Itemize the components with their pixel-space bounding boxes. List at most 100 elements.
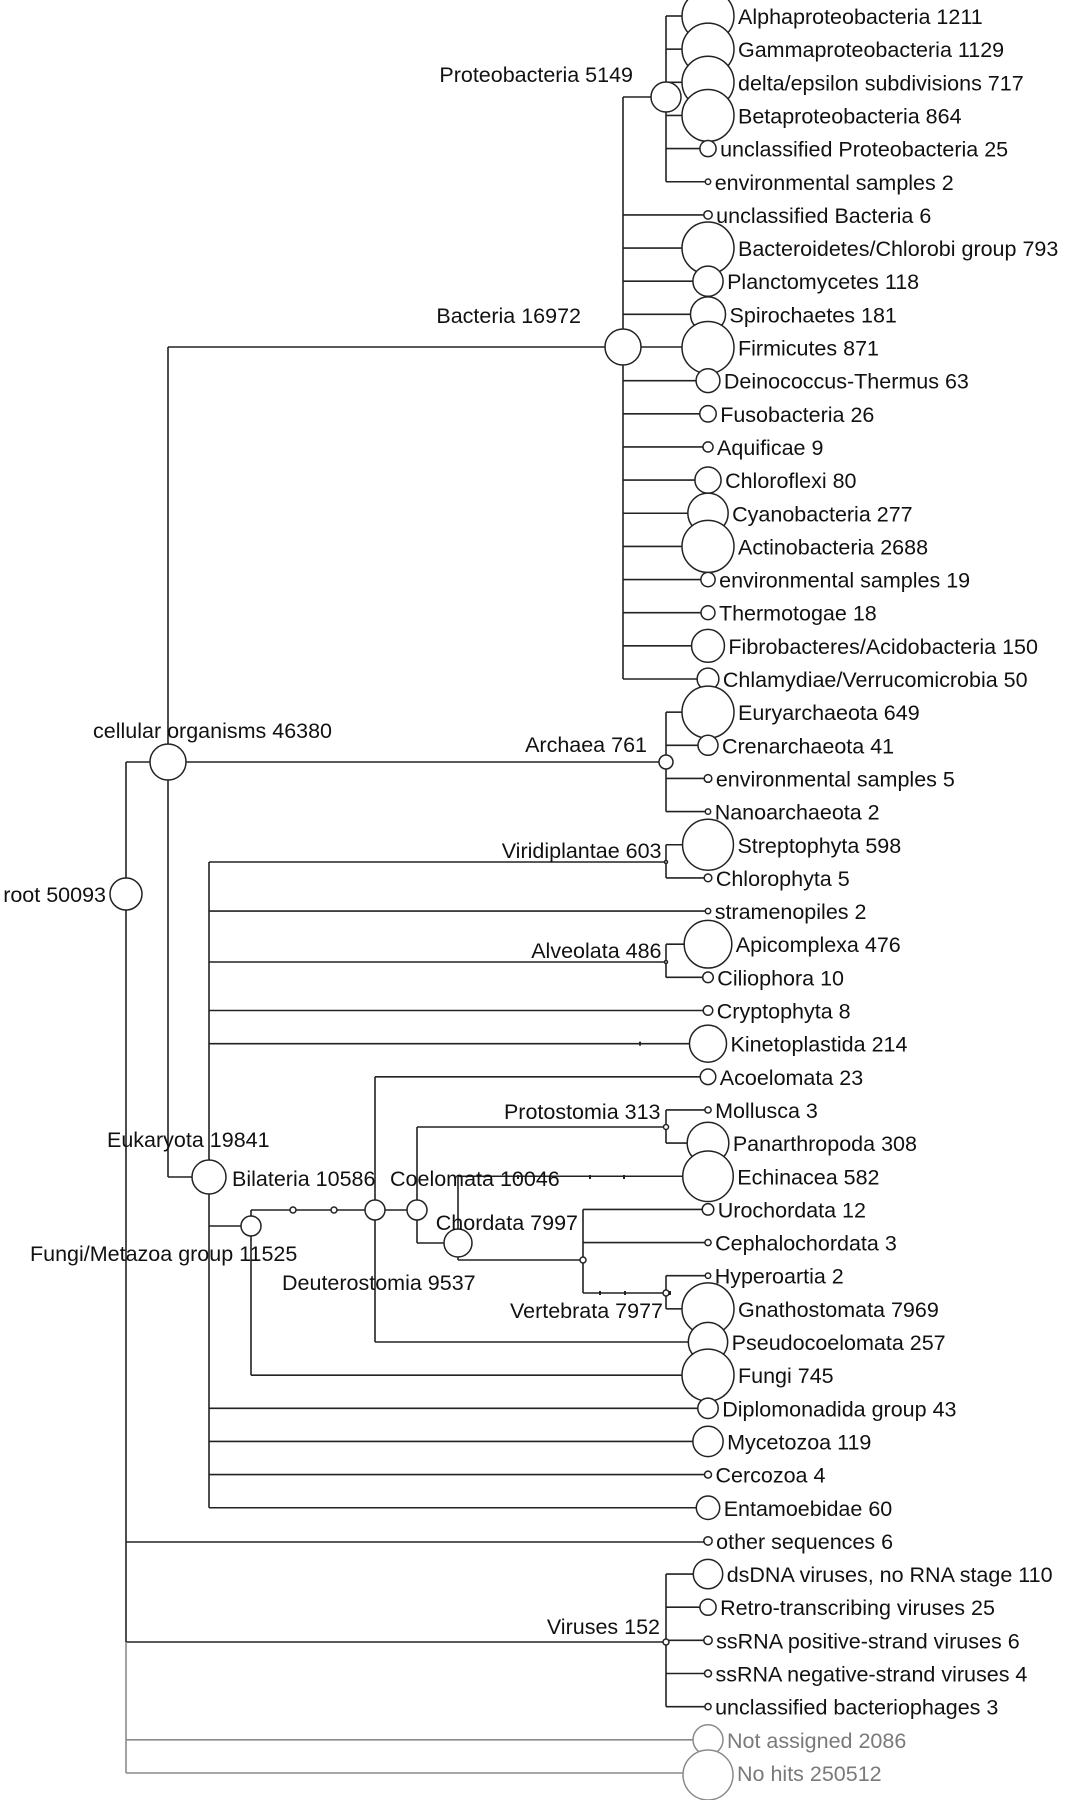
leaf-node-fungi[interactable] bbox=[681, 1348, 735, 1402]
leaf-node-entamoebidae[interactable] bbox=[695, 1495, 721, 1521]
rank-tick bbox=[623, 1175, 625, 1179]
leaf-node-ssrna-positive-strand-viruses[interactable] bbox=[703, 1635, 713, 1646]
node-proteobacteria[interactable] bbox=[650, 81, 682, 113]
node-chordata[interactable] bbox=[579, 1256, 587, 1264]
leaf-node-betaproteobacteria[interactable] bbox=[681, 88, 735, 143]
leaf-node-hyperoartia[interactable] bbox=[704, 1272, 712, 1280]
leaf-node-cercozoa[interactable] bbox=[703, 1470, 713, 1479]
leaf-node-chloroflexi[interactable] bbox=[694, 466, 722, 494]
leaf-node-unclassified-bacteriophages[interactable] bbox=[704, 1702, 712, 1711]
leaf-label-dsdna-viruses-no-rna-stage: dsDNA viruses, no RNA stage 110 bbox=[727, 1563, 1053, 1587]
leaf-label-unclassified-bacteria: unclassified Bacteria 6 bbox=[716, 204, 931, 228]
leaf-label-environmental-samples: environmental samples 2 bbox=[715, 171, 954, 195]
node-cellular-organisms[interactable] bbox=[149, 743, 187, 781]
leaf-label-betaproteobacteria: Betaproteobacteria 864 bbox=[738, 104, 962, 128]
leaf-node-kinetoplastida[interactable] bbox=[688, 1024, 728, 1063]
leaf-label-streptophyta: Streptophyta 598 bbox=[737, 834, 901, 858]
leaf-node-ciliophora[interactable] bbox=[701, 971, 715, 984]
leaf-node-fusobacteria[interactable] bbox=[699, 404, 717, 423]
leaf-node-apicomplexa[interactable] bbox=[683, 919, 733, 969]
leaf-node-retro-transcribing-viruses[interactable] bbox=[699, 1598, 717, 1617]
leaf-node-thermotogae[interactable] bbox=[700, 604, 716, 621]
leaf-node-crenarchaeota[interactable] bbox=[697, 734, 719, 757]
leaf-label-thermotogae: Thermotogae 18 bbox=[719, 602, 877, 626]
leaf-node-other-sequences[interactable] bbox=[703, 1535, 713, 1546]
tree-edges bbox=[125, 15, 706, 1774]
leaf-label-crenarchaeota: Crenarchaeota 41 bbox=[722, 734, 894, 758]
leaf-node-cryptophyta[interactable] bbox=[702, 1004, 714, 1017]
node-deuterostomia[interactable] bbox=[364, 1199, 386, 1221]
leaf-node-firmicutes[interactable] bbox=[681, 320, 735, 375]
leaf-label-chlorophyta: Chlorophyta 5 bbox=[716, 867, 850, 891]
leaf-label-diplomonadida-group: Diplomonadida group 43 bbox=[722, 1397, 956, 1421]
leaf-label-cercozoa: Cercozoa 4 bbox=[715, 1464, 825, 1488]
node-fungi-metazoa-group[interactable] bbox=[240, 1215, 262, 1237]
node-label-root: root 50093 bbox=[3, 883, 106, 907]
leaf-label-nanoarchaeota: Nanoarchaeota 2 bbox=[715, 801, 880, 825]
leaf-label-fusobacteria: Fusobacteria 26 bbox=[720, 403, 874, 427]
leaf-label-ssrna-positive-strand-viruses: ssRNA positive-strand viruses 6 bbox=[716, 1629, 1020, 1653]
leaf-label-entamoebidae: Entamoebidae 60 bbox=[724, 1497, 893, 1521]
node-protostomia[interactable] bbox=[662, 1123, 670, 1131]
leaf-label-mycetozoa: Mycetozoa 119 bbox=[727, 1430, 871, 1454]
leaf-node-deinococcus-thermus[interactable] bbox=[695, 367, 721, 394]
node-viridiplantae[interactable] bbox=[663, 859, 669, 865]
leaf-node-nanoarchaeota[interactable] bbox=[704, 808, 712, 816]
node-eukaryota[interactable] bbox=[191, 1159, 227, 1195]
leaf-node-unclassified-proteobacteria[interactable] bbox=[699, 139, 717, 158]
leaf-node-no-hits[interactable] bbox=[682, 1749, 734, 1800]
leaf-node-urochordata[interactable] bbox=[701, 1202, 715, 1216]
node-label-archaea: Archaea 761 bbox=[525, 733, 647, 757]
node-viruses[interactable] bbox=[662, 1638, 670, 1646]
internal-node-unlabeled[interactable] bbox=[330, 1206, 338, 1214]
leaf-node-environmental-samples[interactable] bbox=[703, 773, 713, 784]
leaf-node-planctomycetes[interactable] bbox=[692, 265, 724, 298]
node-bilateria[interactable] bbox=[289, 1206, 297, 1214]
node-label-chordata: Chordata 7997 bbox=[436, 1211, 578, 1235]
leaf-node-fibrobacteres-acidobacteria[interactable] bbox=[690, 628, 726, 664]
leaf-node-environmental-samples[interactable] bbox=[704, 178, 712, 186]
node-bacteria[interactable] bbox=[604, 328, 642, 366]
node-root[interactable] bbox=[109, 877, 143, 911]
leaf-node-diplomonadida-group[interactable] bbox=[697, 1397, 719, 1420]
rank-tick bbox=[669, 1291, 671, 1295]
node-label-viruses: Viruses 152 bbox=[547, 1615, 660, 1639]
leaf-node-stramenopiles[interactable] bbox=[704, 907, 712, 915]
leaf-node-mycetozoa[interactable] bbox=[692, 1425, 724, 1458]
leaf-node-euryarchaeota[interactable] bbox=[681, 685, 735, 739]
leaf-label-planctomycetes: Planctomycetes 118 bbox=[727, 270, 919, 294]
node-label-viridiplantae: Viridiplantae 603 bbox=[502, 839, 662, 863]
node-archaea[interactable] bbox=[658, 754, 674, 770]
leaf-label-firmicutes: Firmicutes 871 bbox=[738, 337, 879, 361]
leaf-node-aquificae[interactable] bbox=[702, 441, 714, 453]
node-coelomata[interactable] bbox=[406, 1199, 428, 1221]
leaf-node-acoelomata[interactable] bbox=[699, 1068, 717, 1086]
leaf-node-mollusca[interactable] bbox=[704, 1106, 712, 1114]
tree-nodes bbox=[109, 0, 735, 1800]
leaf-node-environmental-samples[interactable] bbox=[700, 571, 716, 588]
leaf-label-panarthropoda: Panarthropoda 308 bbox=[733, 1132, 917, 1156]
leaf-label-actinobacteria: Actinobacteria 2688 bbox=[738, 535, 928, 559]
leaf-label-fungi: Fungi 745 bbox=[738, 1364, 834, 1388]
leaf-label-bacteroidetes-chlorobi-group: Bacteroidetes/Chlorobi group 793 bbox=[738, 237, 1058, 261]
leaf-label-chlamydiae-verrucomicrobia: Chlamydiae/Verrucomicrobia 50 bbox=[723, 668, 1028, 692]
rank-tick bbox=[599, 1291, 601, 1295]
rank-tick bbox=[639, 1041, 641, 1046]
leaf-node-chlorophyta[interactable] bbox=[703, 873, 713, 883]
node-vertebrata[interactable] bbox=[662, 1289, 670, 1297]
node-label-alveolata: Alveolata 486 bbox=[531, 939, 661, 963]
rank-tick bbox=[517, 1175, 519, 1179]
leaf-node-dsdna-viruses-no-rna-stage[interactable] bbox=[692, 1558, 724, 1590]
node-alveolata[interactable] bbox=[663, 959, 669, 965]
leaf-node-actinobacteria[interactable] bbox=[681, 519, 735, 574]
leaf-label-cephalochordata: Cephalochordata 3 bbox=[715, 1232, 897, 1256]
leaf-node-echinacea[interactable] bbox=[681, 1150, 735, 1203]
internal-node-unlabeled[interactable] bbox=[443, 1228, 473, 1258]
leaf-node-cephalochordata[interactable] bbox=[704, 1238, 712, 1247]
leaf-label-environmental-samples: environmental samples 19 bbox=[719, 569, 970, 593]
leaf-node-streptophyta[interactable] bbox=[681, 818, 735, 871]
leaf-node-unclassified-bacteria[interactable] bbox=[703, 209, 713, 220]
leaf-label-mollusca: Mollusca 3 bbox=[715, 1099, 818, 1123]
leaf-node-ssrna-negative-strand-viruses[interactable] bbox=[703, 1669, 713, 1678]
leaf-label-aquificae: Aquificae 9 bbox=[717, 436, 823, 460]
